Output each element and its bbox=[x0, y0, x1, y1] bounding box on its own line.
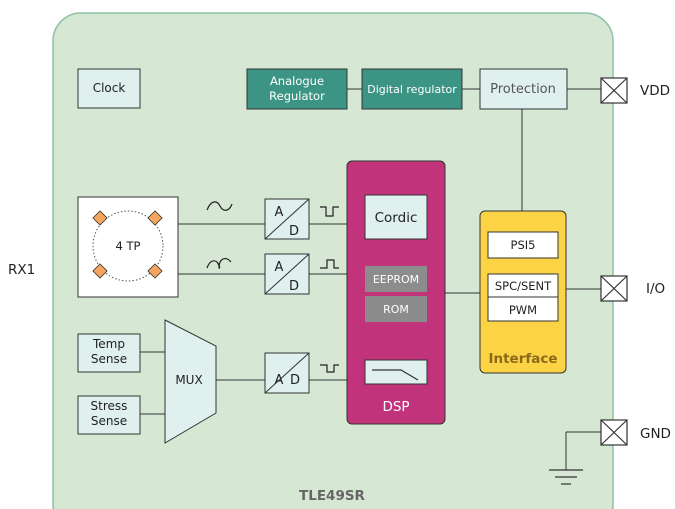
adc-label-d: D bbox=[289, 224, 299, 239]
square-wave-icon bbox=[320, 206, 339, 217]
pin-box-icon bbox=[600, 419, 628, 446]
adc-label-a: A bbox=[275, 373, 284, 388]
protection-block bbox=[479, 68, 568, 110]
temp-sense-label-line1: Temp bbox=[92, 337, 125, 351]
sensor-ring bbox=[92, 210, 164, 282]
sensor-pad-top-left bbox=[92, 210, 108, 226]
pin-box-icon bbox=[600, 275, 628, 302]
eeprom-label: EEPROM bbox=[373, 273, 419, 286]
pwm-block bbox=[487, 296, 559, 322]
sine-wave-icon bbox=[206, 201, 233, 211]
ground-icon bbox=[549, 469, 583, 485]
clock-label: Clock bbox=[93, 81, 126, 95]
stress-sense-label-line1: Stress bbox=[91, 399, 128, 413]
dsp-label: DSP bbox=[382, 399, 409, 415]
cordic-block bbox=[364, 194, 428, 240]
filter-icon bbox=[372, 369, 419, 381]
vdd-pin-label: VDD bbox=[640, 83, 670, 99]
mux-label: MUX bbox=[175, 373, 202, 387]
adc-block-3: A D bbox=[264, 352, 310, 394]
protection-label: Protection bbox=[490, 82, 556, 97]
sensor-pad-bottom-left bbox=[92, 263, 108, 279]
adc-block-2: A D bbox=[264, 253, 310, 295]
sine-wave-icon bbox=[206, 258, 232, 269]
spc-sent-label: SPC/SENT bbox=[495, 279, 552, 293]
sensor-pad-top-right bbox=[147, 210, 163, 226]
filter-block bbox=[364, 359, 428, 385]
eeprom-block bbox=[365, 266, 427, 292]
adc-block-1: A D bbox=[264, 198, 310, 240]
adc-label-d: D bbox=[290, 373, 300, 388]
sensor-pad-bottom-right bbox=[147, 263, 163, 279]
chip-name-label: TLE49SR bbox=[299, 488, 366, 504]
gnd-pin-label: GND bbox=[640, 426, 671, 442]
pin-box-icon bbox=[600, 77, 628, 104]
pwm-label: PWM bbox=[509, 303, 537, 317]
sensor-block bbox=[77, 196, 179, 298]
clock-block bbox=[77, 68, 141, 109]
sensor-label: 4 TP bbox=[116, 239, 141, 253]
analogue-regulator-block bbox=[246, 68, 348, 110]
adc-label-a: A bbox=[275, 205, 284, 220]
analogue-regulator-label-line2: Regulator bbox=[269, 89, 325, 103]
connection-lines bbox=[140, 88, 601, 470]
psi5-label: PSI5 bbox=[511, 238, 536, 252]
psi5-block bbox=[487, 231, 559, 259]
temp-sense-block bbox=[77, 333, 141, 373]
interface-label: Interface bbox=[488, 351, 557, 367]
mux-block bbox=[164, 319, 217, 444]
rom-label: ROM bbox=[383, 303, 409, 316]
square-wave-icon bbox=[320, 259, 339, 269]
digital-regulator-block bbox=[361, 68, 463, 110]
cordic-label: Cordic bbox=[375, 210, 418, 226]
temp-sense-label-line2: Sense bbox=[91, 352, 127, 366]
rom-block bbox=[365, 296, 427, 322]
io-pin-label: I/O bbox=[646, 281, 665, 297]
adc-label-d: D bbox=[289, 279, 299, 294]
square-wave-icon bbox=[320, 364, 339, 373]
stress-sense-block bbox=[77, 395, 141, 435]
adc-label-a: A bbox=[275, 260, 284, 275]
digital-regulator-label: Digital regulator bbox=[367, 83, 457, 96]
analogue-regulator-label-line1: Analogue bbox=[270, 74, 324, 88]
rx1-label: RX1 bbox=[8, 262, 35, 278]
stress-sense-label-line2: Sense bbox=[91, 414, 127, 428]
